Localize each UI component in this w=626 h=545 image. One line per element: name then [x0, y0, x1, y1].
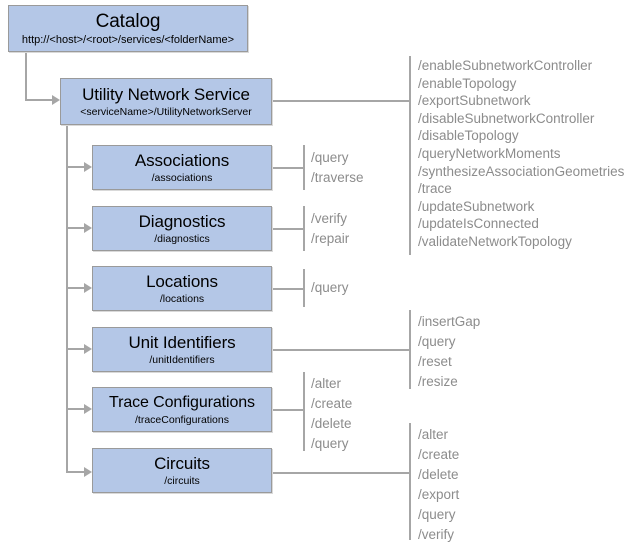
node-locations-path: /locations — [159, 292, 205, 305]
operation-item: /updateIsConnected — [418, 216, 539, 232]
operation-item: /enableTopology — [418, 75, 517, 91]
arrowhead-associations — [84, 162, 92, 172]
operation-item: /delete — [311, 416, 352, 431]
connector-locations-to-operations — [272, 288, 304, 290]
node-circuits[interactable]: Circuits /circuits — [92, 448, 272, 493]
operation-item: /delete — [418, 467, 459, 482]
connector-service-to-operations — [272, 100, 410, 102]
operation-item: /alter — [311, 376, 342, 391]
node-associations-path: /associations — [151, 171, 213, 184]
operation-item: /validateNetworkTopology — [418, 233, 572, 249]
arrowhead-diagnostics — [84, 223, 92, 233]
node-diagnostics[interactable]: Diagnostics /diagnostics — [92, 206, 272, 251]
operations-list-trace-configurations: /alter/create/delete/query — [311, 374, 352, 454]
node-unit-identifiers[interactable]: Unit Identifiers /unitIdentifiers — [92, 327, 272, 372]
operation-item: /repair — [311, 231, 350, 246]
operation-item: /create — [418, 447, 460, 462]
operation-item: /trace — [418, 181, 452, 197]
operations-list-diagnostics: /verify/repair — [311, 209, 349, 249]
operation-item: /reset — [418, 354, 452, 369]
node-diagnostics-path: /diagnostics — [154, 232, 210, 245]
operation-item: /query — [418, 507, 456, 522]
operations-bar-unit-identifiers — [409, 310, 411, 389]
operation-item: /synthesizeAssociationGeometries — [418, 163, 625, 179]
arrowhead-catalog-to-service — [52, 95, 60, 105]
operation-item: /enableSubnetworkController — [418, 58, 593, 73]
operations-list-circuits: /alter/create/delete/export/query/verify — [418, 425, 459, 545]
operation-item: /insertGap — [418, 314, 481, 329]
operations-bar-trace-configurations — [303, 372, 305, 451]
connector-branch-unit-identifiers — [66, 348, 85, 350]
connector-circuits-to-operations — [272, 472, 410, 474]
arrowhead-circuits — [84, 467, 92, 477]
operation-item: /exportSubnetwork — [418, 93, 531, 109]
connector-branch-associations — [66, 166, 85, 168]
node-locations[interactable]: Locations /locations — [92, 266, 272, 311]
operations-bar-circuits — [409, 423, 411, 540]
node-catalog-title: Catalog — [95, 10, 161, 32]
node-utility-network-service-title: Utility Network Service — [82, 84, 250, 104]
node-utility-network-service[interactable]: Utility Network Service <serviceName>/Ut… — [60, 78, 272, 125]
connector-branch-diagnostics — [66, 227, 85, 229]
connector-branch-locations — [66, 287, 85, 289]
operation-item: /query — [311, 436, 349, 451]
operation-item: /verify — [311, 211, 348, 226]
operations-bar-associations — [303, 145, 305, 190]
node-catalog[interactable]: Catalog http://<host>/<root>/services/<f… — [8, 5, 248, 52]
operation-item: /verify — [418, 527, 455, 542]
connector-associations-to-operations — [272, 167, 304, 169]
node-unit-identifiers-path: /unitIdentifiers — [149, 353, 215, 366]
node-trace-configurations-path: /traceConfigurations — [135, 413, 229, 426]
operation-item: /query — [418, 334, 456, 349]
operation-item: /disableSubnetworkController — [418, 110, 595, 126]
operation-item: /query — [311, 280, 349, 295]
operation-item: /updateSubnetwork — [418, 198, 535, 214]
operation-item: /queryNetworkMoments — [418, 145, 561, 161]
connector-catalog-down — [25, 52, 27, 100]
node-utility-network-service-path: <serviceName>/UtilityNetworkServer — [80, 105, 252, 118]
node-catalog-path: http://<host>/<root>/services/<folderNam… — [21, 33, 235, 46]
operation-item: /resize — [418, 374, 458, 389]
connector-catalog-to-service — [25, 99, 53, 101]
operation-item: /export — [418, 487, 460, 502]
arrowhead-unit-identifiers — [84, 344, 92, 354]
operations-list-associations: /query/traverse — [311, 148, 364, 188]
operation-item: /query — [311, 150, 349, 165]
node-unit-identifiers-title: Unit Identifiers — [128, 332, 236, 352]
node-trace-configurations-title: Trace Configurations — [109, 393, 255, 411]
connector-unit-identifiers-to-operations — [272, 349, 410, 351]
operations-bar-diagnostics — [303, 206, 305, 251]
operation-item: /alter — [418, 427, 449, 442]
node-circuits-title: Circuits — [154, 453, 210, 473]
operations-list-service: /enableSubnetworkController/enableTopolo… — [418, 57, 624, 251]
operations-list-locations: /query — [311, 278, 349, 298]
arrowhead-trace-configurations — [84, 404, 92, 414]
connector-trace-configurations-to-operations — [272, 409, 304, 411]
operation-item: /disableTopology — [418, 128, 519, 144]
connector-service-trunk — [66, 125, 68, 473]
arrowhead-locations — [84, 283, 92, 293]
connector-branch-trace-configurations — [66, 408, 85, 410]
node-trace-configurations[interactable]: Trace Configurations /traceConfiguration… — [92, 387, 272, 432]
node-associations[interactable]: Associations /associations — [92, 145, 272, 190]
operation-item: /traverse — [311, 170, 364, 185]
node-diagnostics-title: Diagnostics — [138, 211, 226, 231]
operations-bar-service — [409, 56, 411, 255]
node-locations-title: Locations — [146, 271, 218, 291]
operation-item: /create — [311, 396, 353, 411]
node-associations-title: Associations — [134, 150, 230, 170]
node-circuits-path: /circuits — [164, 474, 200, 487]
operations-list-unit-identifiers: /insertGap/query/reset/resize — [418, 312, 480, 392]
connector-branch-circuits — [66, 471, 85, 473]
connector-diagnostics-to-operations — [272, 228, 304, 230]
operations-bar-locations — [303, 269, 305, 307]
